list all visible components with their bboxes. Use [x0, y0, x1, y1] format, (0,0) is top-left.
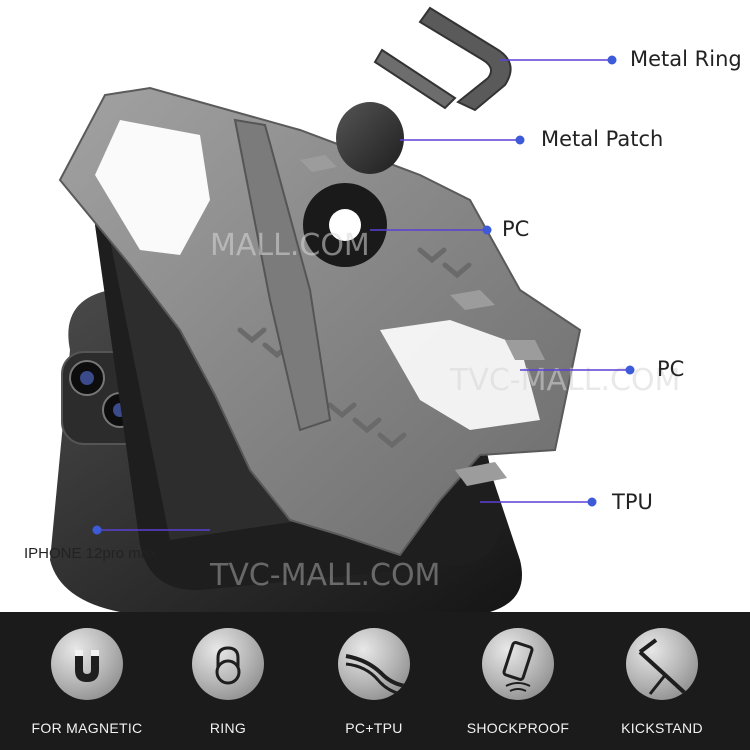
metal-ring [373, 6, 512, 112]
feature-kickstand: KICKSTAND [602, 628, 722, 736]
feature-label: RING [209, 720, 247, 736]
metal-patch [336, 102, 404, 174]
svg-text:TVC-MALL.COM: TVC-MALL.COM [449, 363, 680, 398]
magnet-icon [51, 628, 123, 700]
callout-pc-upper: PC [502, 217, 530, 241]
feature-magnetic: FOR MAGNETIC [27, 628, 147, 736]
feature-label: FOR MAGNETIC [31, 720, 143, 736]
kickstand-icon [626, 628, 698, 700]
svg-text:TVC-MALL.COM: TVC-MALL.COM [209, 558, 440, 593]
pc-armor-frame [58, 86, 582, 557]
exploded-case-illustration: MALL.COM TVC-MALL.COM TVC-MALL.COM [50, 6, 680, 612]
callout-pc-lower: PC [657, 357, 685, 381]
ring-icon [192, 628, 264, 700]
feature-shockproof: SHOCKPROOF [458, 628, 578, 736]
feature-bar: FOR MAGNETIC RING PC+TPU [0, 612, 750, 750]
layers-icon [338, 628, 410, 700]
svg-text:MALL.COM: MALL.COM [210, 228, 370, 263]
shockproof-icon [482, 628, 554, 700]
pointer-lines [92, 55, 635, 535]
feature-pc-tpu: PC+TPU [314, 628, 434, 736]
feature-label: KICKSTAND [621, 720, 703, 736]
ring-holder-base [303, 183, 387, 267]
feature-ring: RING [168, 628, 288, 736]
callout-tpu: TPU [612, 490, 653, 514]
feature-label: PC+TPU [345, 720, 403, 736]
callout-phone-model: IPHONE 12pro max [24, 545, 157, 562]
feature-label: SHOCKPROOF [466, 720, 570, 736]
callout-metal-patch: Metal Patch [541, 127, 664, 151]
callout-metal-ring: Metal Ring [630, 47, 742, 71]
